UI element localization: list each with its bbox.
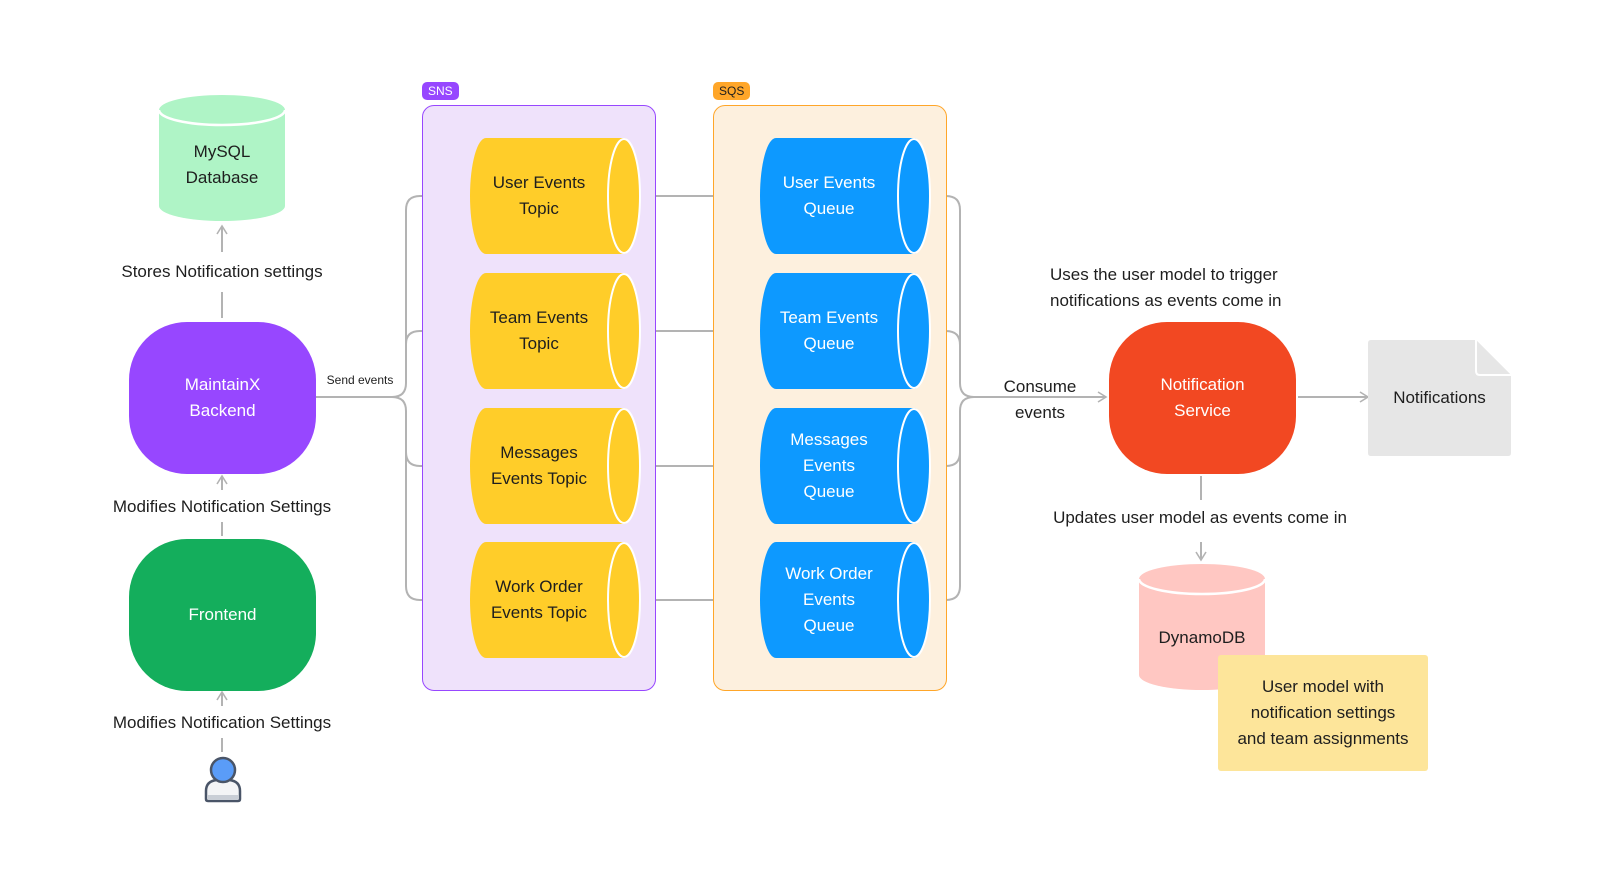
sqs-queue-0[interactable]: User Events Queue xyxy=(760,138,932,254)
frontend-node[interactable]: Frontend xyxy=(129,539,316,691)
edge-user-queue-merge xyxy=(925,195,975,398)
database-cylinder-icon xyxy=(157,95,287,221)
sns-topic-1[interactable]: Team Events Topic xyxy=(470,273,642,389)
edge-to-workorder-topic xyxy=(405,452,462,606)
edge-label-modifies-frontend: Modifies Notification Settings xyxy=(112,713,332,732)
sqs-tag: SQS xyxy=(713,82,751,100)
sns-topic-1-label: Team Events Topic xyxy=(489,308,589,353)
queue-cylinder-icon xyxy=(760,542,931,658)
edge-label-stores: Stores Notification settings xyxy=(121,262,323,281)
queue-cylinder-icon xyxy=(470,138,641,254)
sns-topic-0-label: User Events Topic xyxy=(492,173,586,218)
edge-label-consume-events: Consume events xyxy=(1003,377,1077,422)
sqs-queue-2[interactable]: Messages Events Queue xyxy=(760,408,932,524)
document-icon xyxy=(1368,340,1511,456)
sns-topic-0[interactable]: User Events Topic xyxy=(470,138,642,254)
queue-cylinder-icon xyxy=(760,408,931,524)
edge-label-modifies-backend: Modifies Notification Settings xyxy=(112,497,332,516)
queue-cylinder-icon xyxy=(470,542,641,658)
sqs-queue-1[interactable]: Team Events Queue xyxy=(760,273,932,389)
notification-service-node[interactable]: Notification Service xyxy=(1109,322,1296,474)
queue-cylinder-icon xyxy=(760,138,931,254)
sns-topic-3[interactable]: Work Order Events Topic xyxy=(470,542,642,658)
mysql-label: MySQL Database xyxy=(185,142,259,187)
queue-cylinder-icon xyxy=(470,273,641,389)
sqs-queue-3-label: Work Order Events Queue xyxy=(785,564,873,635)
sns-topic-3-label: Work Order Events Topic xyxy=(490,577,588,622)
sns-topic-2-label: Messages Events Topic xyxy=(490,443,588,488)
sqs-queue-1-label: Team Events Queue xyxy=(779,308,879,353)
queue-cylinder-icon xyxy=(760,273,931,389)
mysql-database[interactable]: MySQL Database xyxy=(157,94,287,222)
notifications-document[interactable]: Notifications xyxy=(1368,340,1511,456)
dynamodb-label: DynamoDB xyxy=(1158,628,1246,647)
user-actor-icon xyxy=(203,755,243,803)
sns-topic-2[interactable]: Messages Events Topic xyxy=(470,408,642,524)
annotation-updates-user-model: Updates user model as events come in xyxy=(1053,508,1347,527)
sqs-queue-2-label: Messages Events Queue xyxy=(790,430,868,501)
edge-to-team-topic xyxy=(405,325,462,345)
sqs-queue-3[interactable]: Work Order Events Queue xyxy=(760,542,932,658)
notifications-label: Notifications xyxy=(1393,388,1486,407)
queue-cylinder-icon xyxy=(470,408,641,524)
annotation-uses-user-model: Uses the user model to trigger notificat… xyxy=(1050,265,1282,310)
sns-tag: SNS xyxy=(422,82,459,100)
edge-backend-send-events xyxy=(316,190,462,398)
sticky-note[interactable]: User model with notification settings an… xyxy=(1218,655,1428,771)
maintainx-backend-node[interactable]: MaintainX Backend xyxy=(129,322,316,474)
sqs-queue-0-label: User Events Queue xyxy=(782,173,876,218)
edge-label-send-events: Send events xyxy=(326,373,394,387)
